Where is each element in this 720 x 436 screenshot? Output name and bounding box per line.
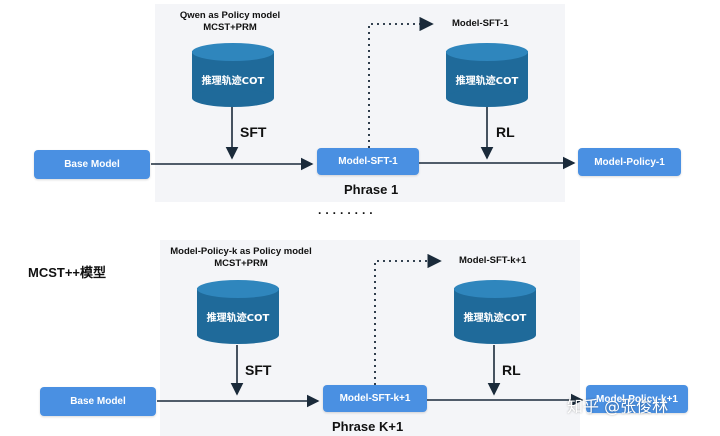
- database-icon: [454, 280, 536, 344]
- phase-label-k: Phrase K+1: [332, 419, 404, 434]
- dotted-arrow-k: [374, 253, 442, 385]
- cot-label: 推理轨迹COT: [455, 76, 519, 87]
- phase-label-1: Phrase 1: [344, 182, 399, 197]
- model-policy-box-k: Model-Policy-k+1: [586, 385, 688, 413]
- dotted-arrow-1: [368, 16, 434, 148]
- cot-datastore-right-1: 推理轨迹COT: [445, 42, 529, 108]
- model-policy-box-1: Model-Policy-1: [578, 148, 681, 176]
- database-icon: [446, 43, 528, 107]
- cot-datastore-right-k: 推理轨迹COT: [453, 279, 537, 345]
- policy-title-line1: Model-Policy-k as Policy model: [170, 246, 312, 257]
- watermark: 知乎 @张俊林: [567, 397, 669, 416]
- sft-target-label-k: Model-SFT-k+1: [459, 255, 527, 266]
- sft-edge-label-1: SFT: [240, 124, 267, 140]
- rl-edge-label-1: RL: [496, 124, 515, 140]
- cot-label: 推理轨迹COT: [206, 313, 270, 324]
- cot-datastore-left-1: 推理轨迹COT: [191, 42, 275, 108]
- policy-title-line1: Qwen as Policy model: [179, 10, 281, 21]
- model-sft-box-k: Model-SFT-k+1: [323, 385, 427, 412]
- ellipsis-separator: · · · · · · · ·: [318, 206, 374, 220]
- cot-label: 推理轨迹COT: [463, 313, 527, 324]
- cot-datastore-left-k: 推理轨迹COT: [196, 279, 280, 345]
- model-sft-box-1: Model-SFT-1: [317, 148, 419, 175]
- database-icon: [192, 43, 274, 107]
- policy-model-title-k: Model-Policy-k as Policy model MCST+PRM: [166, 246, 316, 270]
- database-icon: [197, 280, 279, 344]
- base-model-box-1: Base Model: [34, 150, 150, 179]
- policy-model-title-1: Qwen as Policy model MCST+PRM: [170, 10, 290, 34]
- cot-label: 推理轨迹COT: [201, 76, 265, 87]
- sft-edge-label-k: SFT: [245, 362, 272, 378]
- section-label: MCST++模型: [28, 265, 107, 280]
- policy-title-line2: MCST+PRM: [203, 22, 257, 33]
- policy-title-line2: MCST+PRM: [214, 258, 268, 269]
- rl-edge-label-k: RL: [502, 362, 521, 378]
- sft-target-label-1: Model-SFT-1: [452, 18, 509, 29]
- base-model-box-k: Base Model: [40, 387, 156, 416]
